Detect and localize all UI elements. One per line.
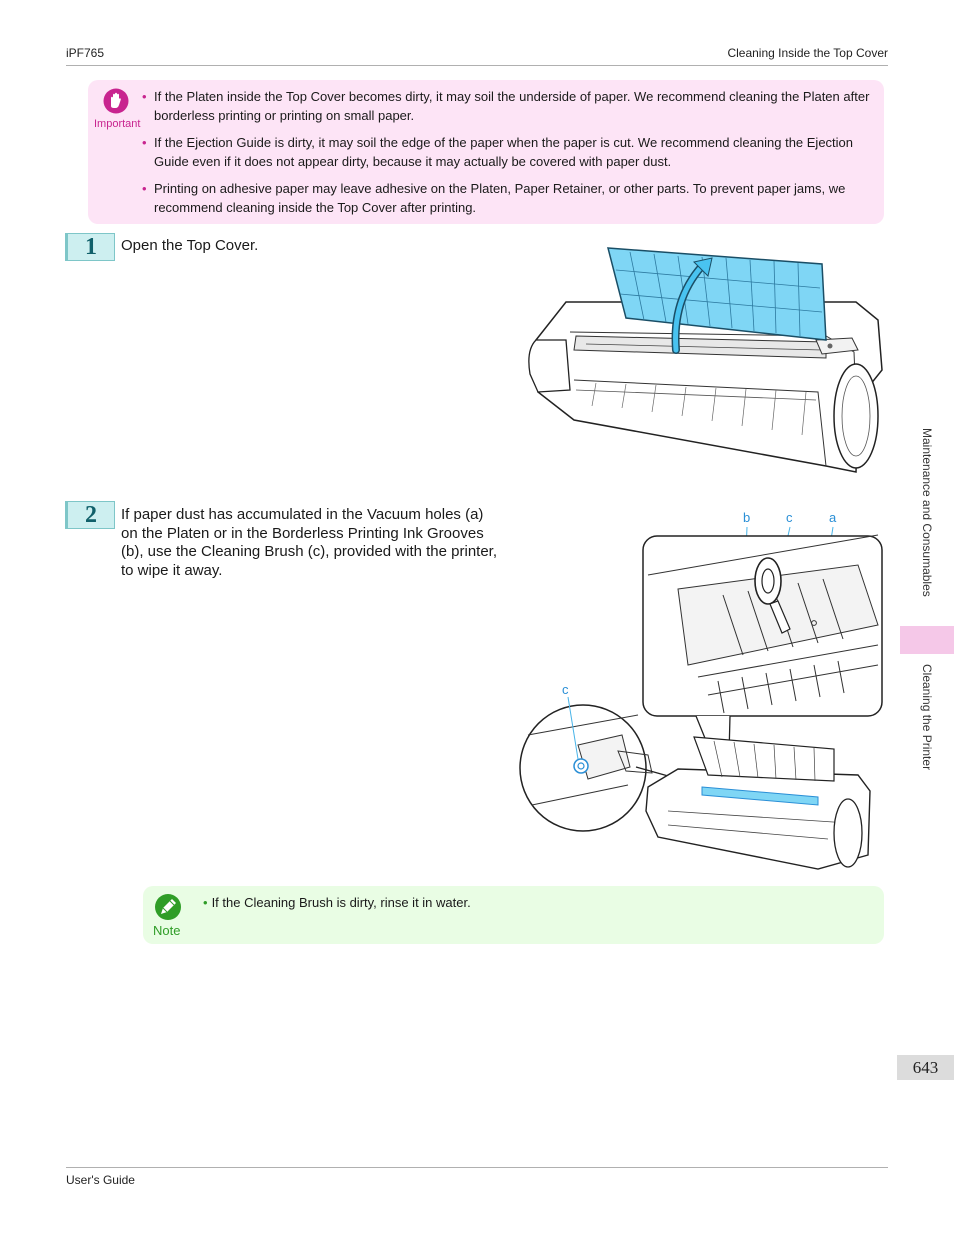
sidebar-section: Maintenance and Consumables xyxy=(920,428,934,597)
important-callout: Important •If the Platen inside the Top … xyxy=(88,80,884,224)
list-item: •If the Ejection Guide is dirty, it may … xyxy=(142,135,854,169)
sidebar-active-tab xyxy=(900,626,954,654)
label-b: b xyxy=(743,510,751,525)
label-a: a xyxy=(829,510,837,525)
label-c-left: c xyxy=(562,682,569,697)
label-c-top: c xyxy=(786,510,793,525)
step-2-text: If paper dust has accumulated in the Vac… xyxy=(121,506,498,579)
cleaning-brush-illustration: b c a c xyxy=(518,505,886,885)
important-label: Important xyxy=(94,118,141,130)
printer-open-cover-illustration xyxy=(528,247,883,473)
footer-title: User's Guide xyxy=(66,1173,135,1187)
note-text: •If the Cleaning Brush is dirty, rinse i… xyxy=(203,895,471,910)
list-item: •If the Platen inside the Top Cover beco… xyxy=(142,89,870,123)
footer-divider xyxy=(66,1167,888,1168)
important-list: •If the Platen inside the Top Cover beco… xyxy=(142,88,877,226)
pencil-note-icon xyxy=(155,894,181,920)
step-number-1: 1 xyxy=(65,233,115,261)
note-callout: Note •If the Cleaning Brush is dirty, ri… xyxy=(143,886,884,944)
page-number: 643 xyxy=(897,1055,954,1080)
header-divider xyxy=(66,65,888,66)
step-number-2: 2 xyxy=(65,501,115,529)
header-section-title: Cleaning Inside the Top Cover xyxy=(727,46,888,60)
list-item: •Printing on adhesive paper may leave ad… xyxy=(142,181,846,215)
hand-stop-icon xyxy=(103,88,129,114)
header-product: iPF765 xyxy=(66,46,105,60)
note-label: Note xyxy=(153,923,181,938)
sidebar-subsection: Cleaning the Printer xyxy=(920,664,934,771)
step-1-text: Open the Top Cover. xyxy=(121,237,259,254)
cleaning-brush-drawing xyxy=(519,526,883,870)
